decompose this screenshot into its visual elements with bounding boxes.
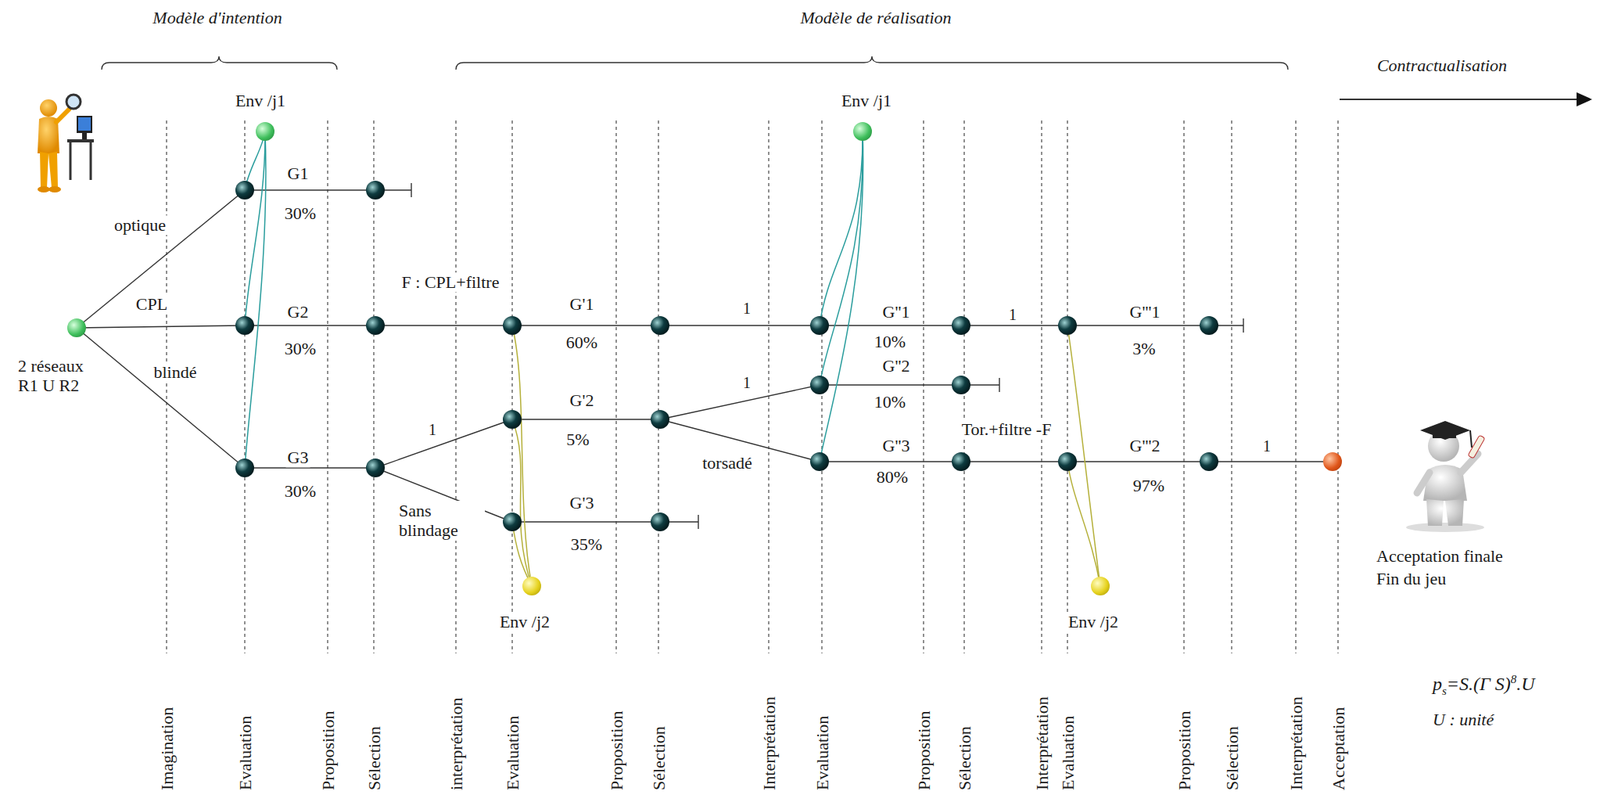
state-dot: Acceptation finaleFin du jeu xyxy=(1323,452,1342,471)
node-label: Env /j1 xyxy=(233,90,287,111)
phase-label: Proposition xyxy=(606,709,627,792)
game-label: G'''2 xyxy=(1128,435,1163,456)
game-label: 35% xyxy=(569,534,604,554)
game-label: G'''1 xyxy=(1128,301,1163,322)
node-label: Acceptation finale xyxy=(1374,545,1505,566)
phase-label: Evaluation xyxy=(1058,713,1078,792)
phase-lines xyxy=(166,120,1339,653)
game-label: G3 xyxy=(286,447,311,467)
game-label: 5% xyxy=(564,429,591,449)
phase-label: Sélection xyxy=(954,724,975,792)
diagram-label: CPL xyxy=(134,294,169,314)
tree-lines xyxy=(76,182,1333,529)
phase-label: Proposition xyxy=(914,709,934,792)
game-label: 60% xyxy=(564,332,600,352)
game-label: G'3 xyxy=(568,492,596,513)
state-dots xyxy=(235,180,1219,531)
phase-label: Interprétation xyxy=(1032,694,1052,792)
diagram-label: blindé xyxy=(152,362,199,382)
game-label: 97% xyxy=(1131,475,1166,496)
state-dot: Env /j1 xyxy=(255,121,275,141)
game-label: 10% xyxy=(872,391,908,412)
game-label: G'2 xyxy=(568,390,596,410)
game-label: G'1 xyxy=(568,294,596,314)
game-label: 3% xyxy=(1130,338,1157,359)
formula-part: s xyxy=(1442,684,1447,697)
phase-label: Evaluation xyxy=(502,713,523,792)
diagram-label: Contractualisation xyxy=(1375,55,1509,76)
formula-part: =S.(Γ S) xyxy=(1446,673,1511,694)
state-dot: 2 réseaux R1 U R2 xyxy=(67,318,87,338)
formula-part: p xyxy=(1432,673,1443,694)
diagram-label: Modèle de réalisation xyxy=(798,7,953,28)
phase-label: Evaluation xyxy=(812,713,833,792)
phase-label: Sélection xyxy=(364,724,384,792)
game-label: 30% xyxy=(283,203,318,223)
game-label: 10% xyxy=(872,331,908,352)
diagram-label: 1 xyxy=(741,299,753,318)
phase-label: Evaluation xyxy=(235,713,255,792)
game-label: G1 xyxy=(286,163,311,183)
investigator-figure xyxy=(37,94,94,193)
state-dot: Env /j2 xyxy=(522,576,542,596)
phase-label: interprétation xyxy=(446,695,467,792)
phase-label: Imagination xyxy=(157,705,177,792)
game-label: Sans blindage xyxy=(397,500,485,541)
game-label: 30% xyxy=(283,480,318,501)
game-label: G''1 xyxy=(881,301,912,322)
formula-part: .U xyxy=(1516,673,1535,694)
state-dot: Env /j1 xyxy=(853,121,872,141)
diagram-label: 1 xyxy=(1261,437,1273,456)
diagram-label: 1 xyxy=(1007,305,1019,324)
state-dot: Env /j2 xyxy=(1090,576,1110,596)
formula: ps=S.(Γ S)8.U xyxy=(1431,672,1537,698)
diagram-label: 1 xyxy=(741,373,753,392)
game-label: G2 xyxy=(286,301,311,322)
node-label: Env /j2 xyxy=(498,611,552,632)
phase-label: Interprétation xyxy=(759,694,779,792)
phase-label: Sélection xyxy=(1222,724,1242,792)
formula-note: U : unité xyxy=(1431,709,1496,729)
arrow-head xyxy=(1576,92,1593,107)
diagram-label: 1 xyxy=(426,420,438,439)
game-label: F : CPL+filtre xyxy=(400,272,502,292)
phase-label: Proposition xyxy=(1174,709,1195,792)
game-label: 80% xyxy=(875,466,910,487)
game-label: G''3 xyxy=(881,435,912,456)
diagram-label: Modèle d'intention xyxy=(150,7,284,28)
node-label: Env /j1 xyxy=(839,90,894,111)
phase-label: Acceptation xyxy=(1328,705,1349,792)
node-label: 2 réseaux R1 U R2 xyxy=(16,355,108,396)
phase-label: Sélection xyxy=(649,724,669,792)
game-label: 30% xyxy=(283,338,318,359)
game-label: torsadé xyxy=(700,452,754,473)
graduate-figure xyxy=(1406,420,1486,532)
game-label: G''2 xyxy=(881,355,912,376)
node-label: Fin du jeu xyxy=(1374,568,1448,589)
formula-part: 8 xyxy=(1510,672,1518,686)
game-label: Tor.+filtre -F xyxy=(960,419,1054,439)
diagram-label: optique xyxy=(112,215,168,235)
env-links xyxy=(512,325,1101,586)
phase-label: Proposition xyxy=(318,709,338,792)
phase-label: Interprétation xyxy=(1286,694,1306,792)
node-label: Env /j2 xyxy=(1066,611,1120,632)
env-links xyxy=(244,131,864,468)
